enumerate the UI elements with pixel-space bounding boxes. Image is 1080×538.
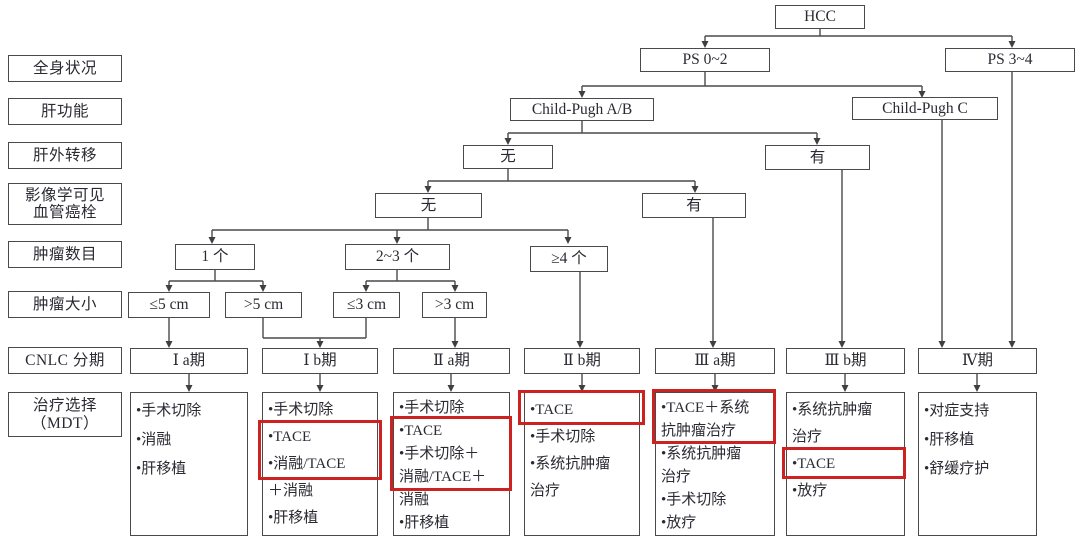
stage-box-4: Ⅳ期 <box>918 348 1037 374</box>
treatment-item: •肝移植 <box>924 432 975 448</box>
stage-box-2b: Ⅱ b期 <box>524 348 640 374</box>
treatment-item: •消融/TACE <box>268 456 346 472</box>
treatment-item: •TACE <box>530 402 574 418</box>
node-vascular-no: 无 <box>375 193 482 218</box>
treatment-item: •手术切除＋ <box>399 446 480 462</box>
treatment-item: •TACE＋系统 <box>661 400 750 416</box>
treatment-item: 消融 <box>399 492 430 508</box>
node-size-le3cm: ≤3 cm <box>333 292 400 318</box>
node-metastasis-yes: 有 <box>765 145 870 170</box>
node-metastasis-no: 无 <box>463 145 553 169</box>
node-size-gt3cm: >3 cm <box>422 292 487 318</box>
treatment-item: •对症支持 <box>924 403 990 419</box>
treatment-box-3a: •TACE＋系统 抗肿瘤治疗 •系统抗肿瘤 治疗 •手术切除 •放疗 <box>655 392 775 536</box>
treatment-box-2a: •手术切除 •TACE •手术切除＋ 消融/TACE＋ 消融 •肝移植 <box>393 392 510 536</box>
stage-box-1a: Ⅰ a期 <box>130 348 248 374</box>
treatment-item: •肝移植 <box>399 515 450 531</box>
treatment-item: •消融 <box>136 432 172 448</box>
node-ps-3-4: PS 3~4 <box>945 48 1075 72</box>
treatment-item: •系统抗肿瘤 <box>530 456 611 472</box>
row-label-vascular-invasion: 影像学可见 血管癌栓 <box>8 183 122 225</box>
treatment-item: 治疗 <box>530 483 561 499</box>
node-size-le5cm: ≤5 cm <box>128 292 210 318</box>
node-number-ge4: ≥4 个 <box>530 246 608 272</box>
treatment-item: •系统抗肿瘤 <box>792 402 873 418</box>
treatment-item: •舒缓疗护 <box>924 461 990 477</box>
treatment-item: •手术切除 <box>399 400 465 416</box>
treatment-item: •肝移植 <box>136 461 187 477</box>
node-child-pugh-ab: Child-Pugh A/B <box>510 98 654 121</box>
treatment-item: •TACE <box>268 429 312 445</box>
treatment-item: •肝移植 <box>268 510 319 526</box>
treatment-box-4: •对症支持 •肝移植 •舒缓疗护 <box>918 392 1037 536</box>
stage-box-2a: Ⅱ a期 <box>393 348 510 374</box>
treatment-item: 消融/TACE＋ <box>399 469 487 485</box>
treatment-item: 抗肿瘤治疗 <box>661 423 737 439</box>
row-label-liver-function: 肝功能 <box>8 98 122 125</box>
node-hcc: HCC <box>775 5 865 29</box>
row-label-tumor-size: 肿瘤大小 <box>8 291 122 318</box>
stage-box-1b: Ⅰ b期 <box>262 348 378 374</box>
stage-box-3b: Ⅲ b期 <box>786 348 905 374</box>
row-label-extrahepatic-metastasis: 肝外转移 <box>8 142 122 169</box>
treatment-item: •放疗 <box>792 483 828 499</box>
row-label-tumor-number: 肿瘤数目 <box>8 241 122 268</box>
treatment-item: •放疗 <box>661 515 697 531</box>
treatment-item: •TACE <box>399 423 443 439</box>
treatment-item: •手术切除 <box>661 492 727 508</box>
treatment-item: 治疗 <box>792 429 823 445</box>
treatment-box-2b: •TACE •手术切除 •系统抗肿瘤 治疗 <box>524 392 640 536</box>
node-vascular-yes: 有 <box>642 193 746 218</box>
stage-box-3a: Ⅲ a期 <box>655 348 775 374</box>
node-number-2-3: 2~3 个 <box>345 244 450 270</box>
treatment-item: •TACE <box>792 456 836 472</box>
treatment-item: ＋消融 <box>268 483 314 499</box>
node-number-1: 1 个 <box>175 244 255 270</box>
treatment-item: •手术切除 <box>268 402 334 418</box>
node-child-pugh-c: Child-Pugh C <box>852 97 998 120</box>
treatment-item: 治疗 <box>661 469 692 485</box>
treatment-item: •系统抗肿瘤 <box>661 446 742 462</box>
treatment-item: •手术切除 <box>136 403 202 419</box>
treatment-box-3b: •系统抗肿瘤 治疗 •TACE •放疗 <box>786 392 905 536</box>
treatment-item: •手术切除 <box>530 429 596 445</box>
node-size-gt5cm: >5 cm <box>225 292 302 318</box>
row-label-cnlc-stage: CNLC 分期 <box>8 347 122 374</box>
treatment-box-1a: •手术切除 •消融 •肝移植 <box>130 392 248 536</box>
row-label-general-condition: 全身状况 <box>8 55 122 82</box>
treatment-box-1b: •手术切除 •TACE •消融/TACE ＋消融 •肝移植 <box>262 392 378 536</box>
node-ps-0-2: PS 0~2 <box>640 48 770 72</box>
row-label-treatment-choice: 治疗选择 （MDT） <box>8 392 122 437</box>
